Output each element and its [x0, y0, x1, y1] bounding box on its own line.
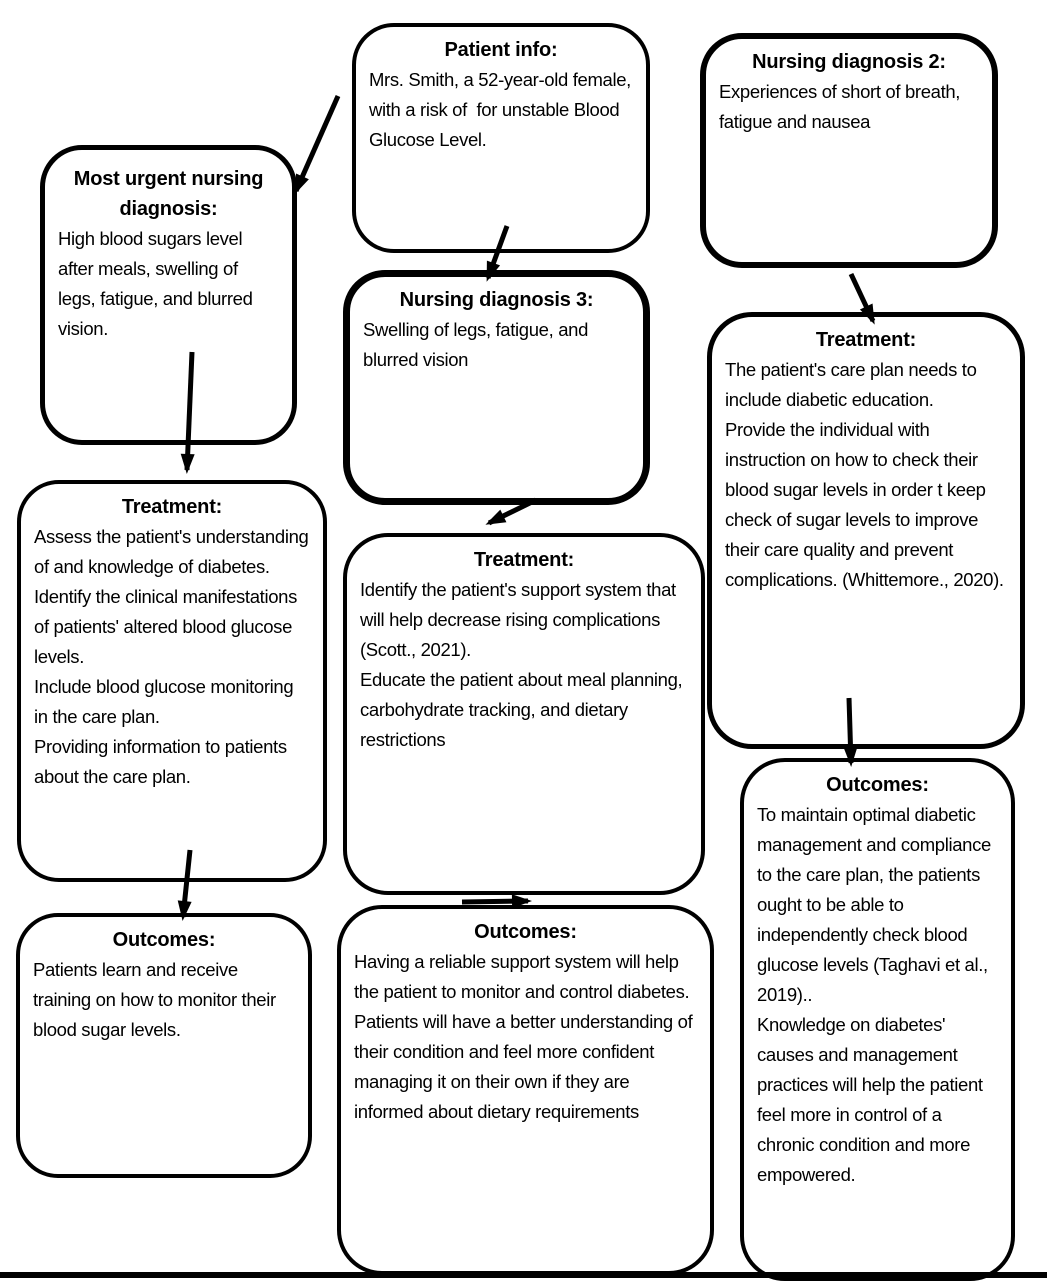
node-outcomes-left: Outcomes: Patients learn and receive tra…: [16, 913, 312, 1178]
node-title: Treatment:: [815, 329, 917, 351]
node-body: Assess the patient's understanding of an…: [34, 526, 309, 787]
node-title: Nursing diagnosis 2:: [752, 51, 946, 73]
node-body: To maintain optimal diabetic management …: [757, 804, 991, 1185]
node-treatment-middle: Treatment: Identify the patient's suppor…: [343, 533, 705, 895]
node-nursing-diagnosis-3: Nursing diagnosis 3: Swelling of legs, f…: [343, 270, 650, 505]
node-title: Most urgent nursing diagnosis:: [73, 168, 264, 220]
node-title: Outcomes:: [826, 774, 929, 796]
node-body: Patients learn and receive training on h…: [33, 959, 281, 1040]
node-outcomes-right: Outcomes: To maintain optimal diabetic m…: [740, 758, 1015, 1281]
node-body: Swelling of legs, fatigue, and blurred v…: [363, 319, 593, 370]
node-body: High blood sugars level after meals, swe…: [58, 228, 258, 339]
node-nursing-diagnosis-2: Nursing diagnosis 2: Experiences of shor…: [700, 33, 998, 268]
node-title: Nursing diagnosis 3:: [399, 289, 594, 311]
node-body: Mrs. Smith, a 52-year-old female, with a…: [369, 69, 636, 150]
node-title: Patient info:: [444, 39, 558, 61]
node-outcomes-middle: Outcomes: Having a reliable support syst…: [337, 905, 714, 1275]
node-title: Treatment:: [121, 496, 223, 518]
arrow-patient-info-to-most-urgent: [293, 94, 341, 195]
node-title: Outcomes:: [474, 921, 577, 943]
page-bottom-border: [0, 1272, 1047, 1278]
node-body: Having a reliable support system will he…: [354, 951, 693, 1122]
node-title: Treatment:: [473, 549, 575, 571]
arrow-treatment-middle-to-outcomes-middle: [461, 894, 532, 909]
node-patient-info: Patient info: Mrs. Smith, a 52-year-old …: [352, 23, 650, 253]
node-body: The patient's care plan needs to include…: [725, 359, 1004, 590]
node-title: Outcomes:: [112, 929, 216, 951]
node-treatment-left: Treatment: Assess the patient's understa…: [17, 480, 327, 882]
node-treatment-right: Treatment: The patient's care plan needs…: [707, 312, 1025, 749]
node-body: Identify the patient's support system th…: [360, 579, 683, 750]
node-most-urgent-nursing-diagnosis: Most urgent nursing diagnosis: High bloo…: [40, 145, 297, 445]
node-body: Experiences of short of breath, fatigue …: [719, 81, 965, 132]
